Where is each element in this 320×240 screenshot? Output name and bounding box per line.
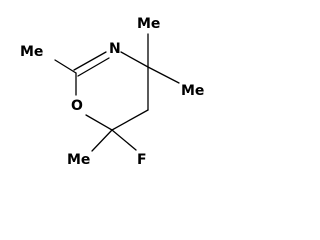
atom-nitrogen: N — [109, 41, 121, 57]
atom-oxygen: O — [71, 98, 83, 114]
bond-c2-n3-outer — [73, 51, 107, 71]
bond-c6-fluorine — [111, 129, 137, 151]
atom-labels: N O F Me Me Me Me — [20, 16, 204, 168]
atom-methyl-c6: Me — [67, 152, 90, 168]
bond-c6-o1 — [85, 114, 113, 131]
atom-fluorine: F — [137, 152, 147, 168]
bond-c5-c6 — [111, 109, 149, 131]
substituent-bonds — [54, 33, 180, 152]
bond-c4-methyl-right — [147, 66, 180, 84]
atom-methyl-c4-right: Me — [181, 83, 204, 99]
bond-n3-c4 — [120, 51, 149, 68]
atom-methyl-c2: Me — [20, 44, 43, 60]
bond-c2-n3-inner — [77, 57, 110, 77]
bond-c6-methyl — [91, 129, 113, 152]
bond-c2-methyl — [54, 59, 77, 74]
atom-methyl-c4-top: Me — [137, 16, 160, 32]
ring-bonds — [73, 51, 149, 131]
molecule-structure: N O F Me Me Me Me — [20, 16, 204, 168]
